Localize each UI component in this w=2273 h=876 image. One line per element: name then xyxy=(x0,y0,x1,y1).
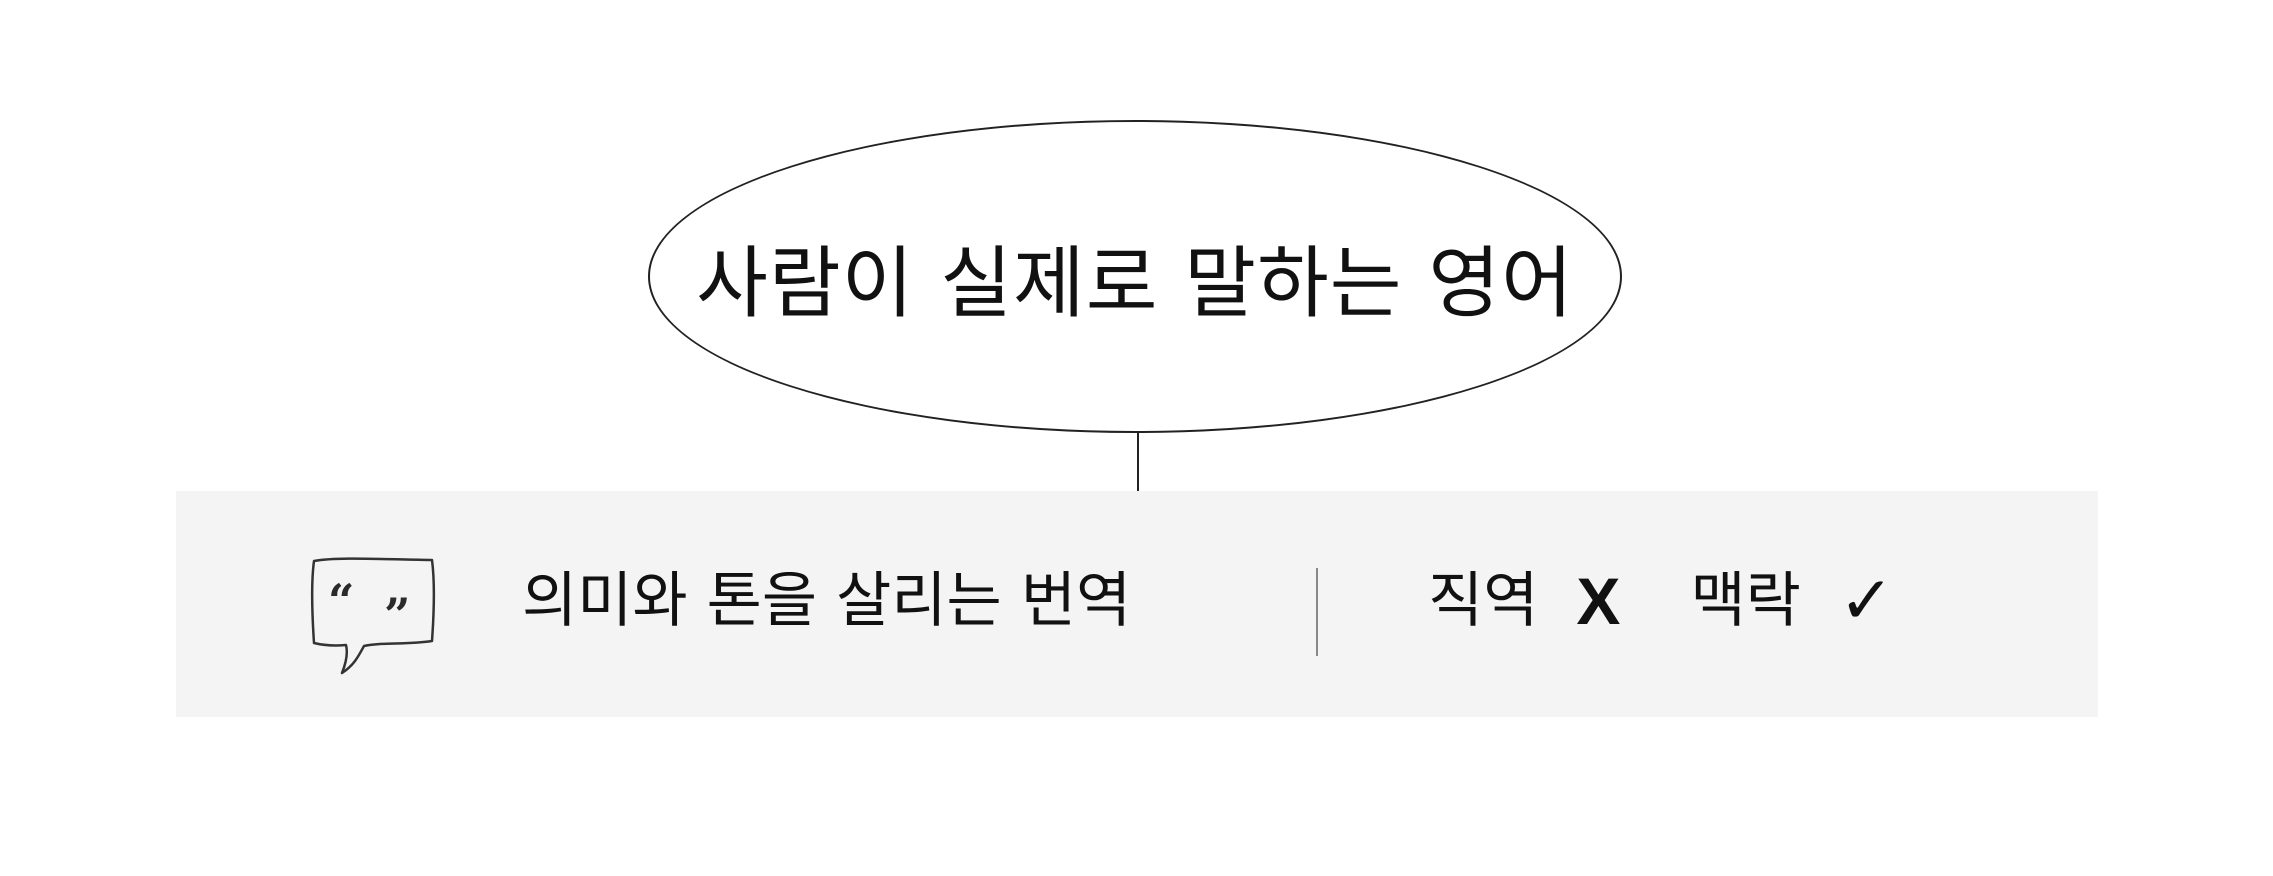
x-mark-icon: X xyxy=(1576,564,1621,638)
svg-text:“: “ xyxy=(328,574,354,628)
context-term: 맥락 xyxy=(1690,566,1801,636)
title-text: 사람이 실제로 말하는 영어 xyxy=(696,238,1574,329)
info-panel xyxy=(176,491,2098,717)
connector-line xyxy=(1137,433,1139,491)
quote-speech-bubble-icon: “ ” xyxy=(310,557,436,675)
title-ellipse: 사람이 실제로 말하는 영어 xyxy=(648,120,1622,433)
literal-translation-term: 직역 xyxy=(1428,566,1539,636)
vertical-divider xyxy=(1316,568,1318,656)
comparison-row: 직역 X 맥락 ✓ xyxy=(1428,562,1895,639)
main-label: 의미와 톤을 살리는 번역 xyxy=(522,566,1132,636)
svg-text:”: ” xyxy=(384,588,410,642)
checkmark-icon: ✓ xyxy=(1838,562,1895,639)
